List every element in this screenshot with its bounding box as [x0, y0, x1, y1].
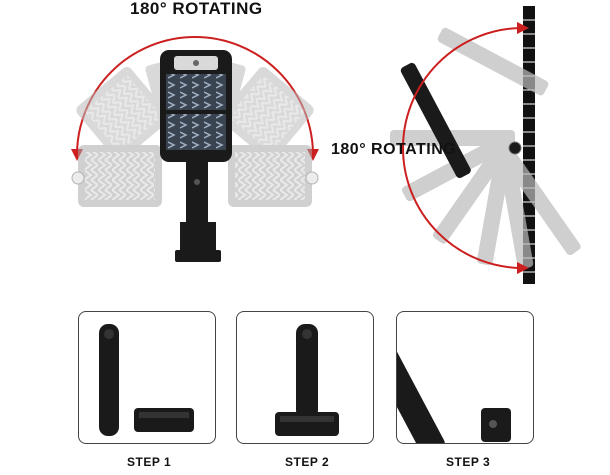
caption-middle: 180° ROTATING	[331, 141, 457, 158]
ghost-panels	[71, 61, 319, 207]
step-2-label: STEP 2	[285, 455, 330, 469]
step-3-label: STEP 3	[446, 455, 491, 469]
step-1-label: STEP 1	[127, 455, 172, 469]
light-side-view	[390, 6, 581, 284]
step-2-panel	[236, 311, 374, 444]
rotation-arc-right	[402, 22, 529, 274]
step-1-panel	[78, 311, 216, 444]
mount-bracket-icon	[275, 324, 339, 436]
light-front-view	[71, 36, 319, 262]
mount-bracket-icon	[99, 324, 194, 436]
arm-up	[400, 62, 471, 178]
step-3-panel	[396, 311, 534, 444]
caption-top: 180° ROTATING	[130, 0, 263, 18]
solar-light-icon	[160, 50, 232, 262]
mount-bracket-icon	[397, 324, 511, 443]
